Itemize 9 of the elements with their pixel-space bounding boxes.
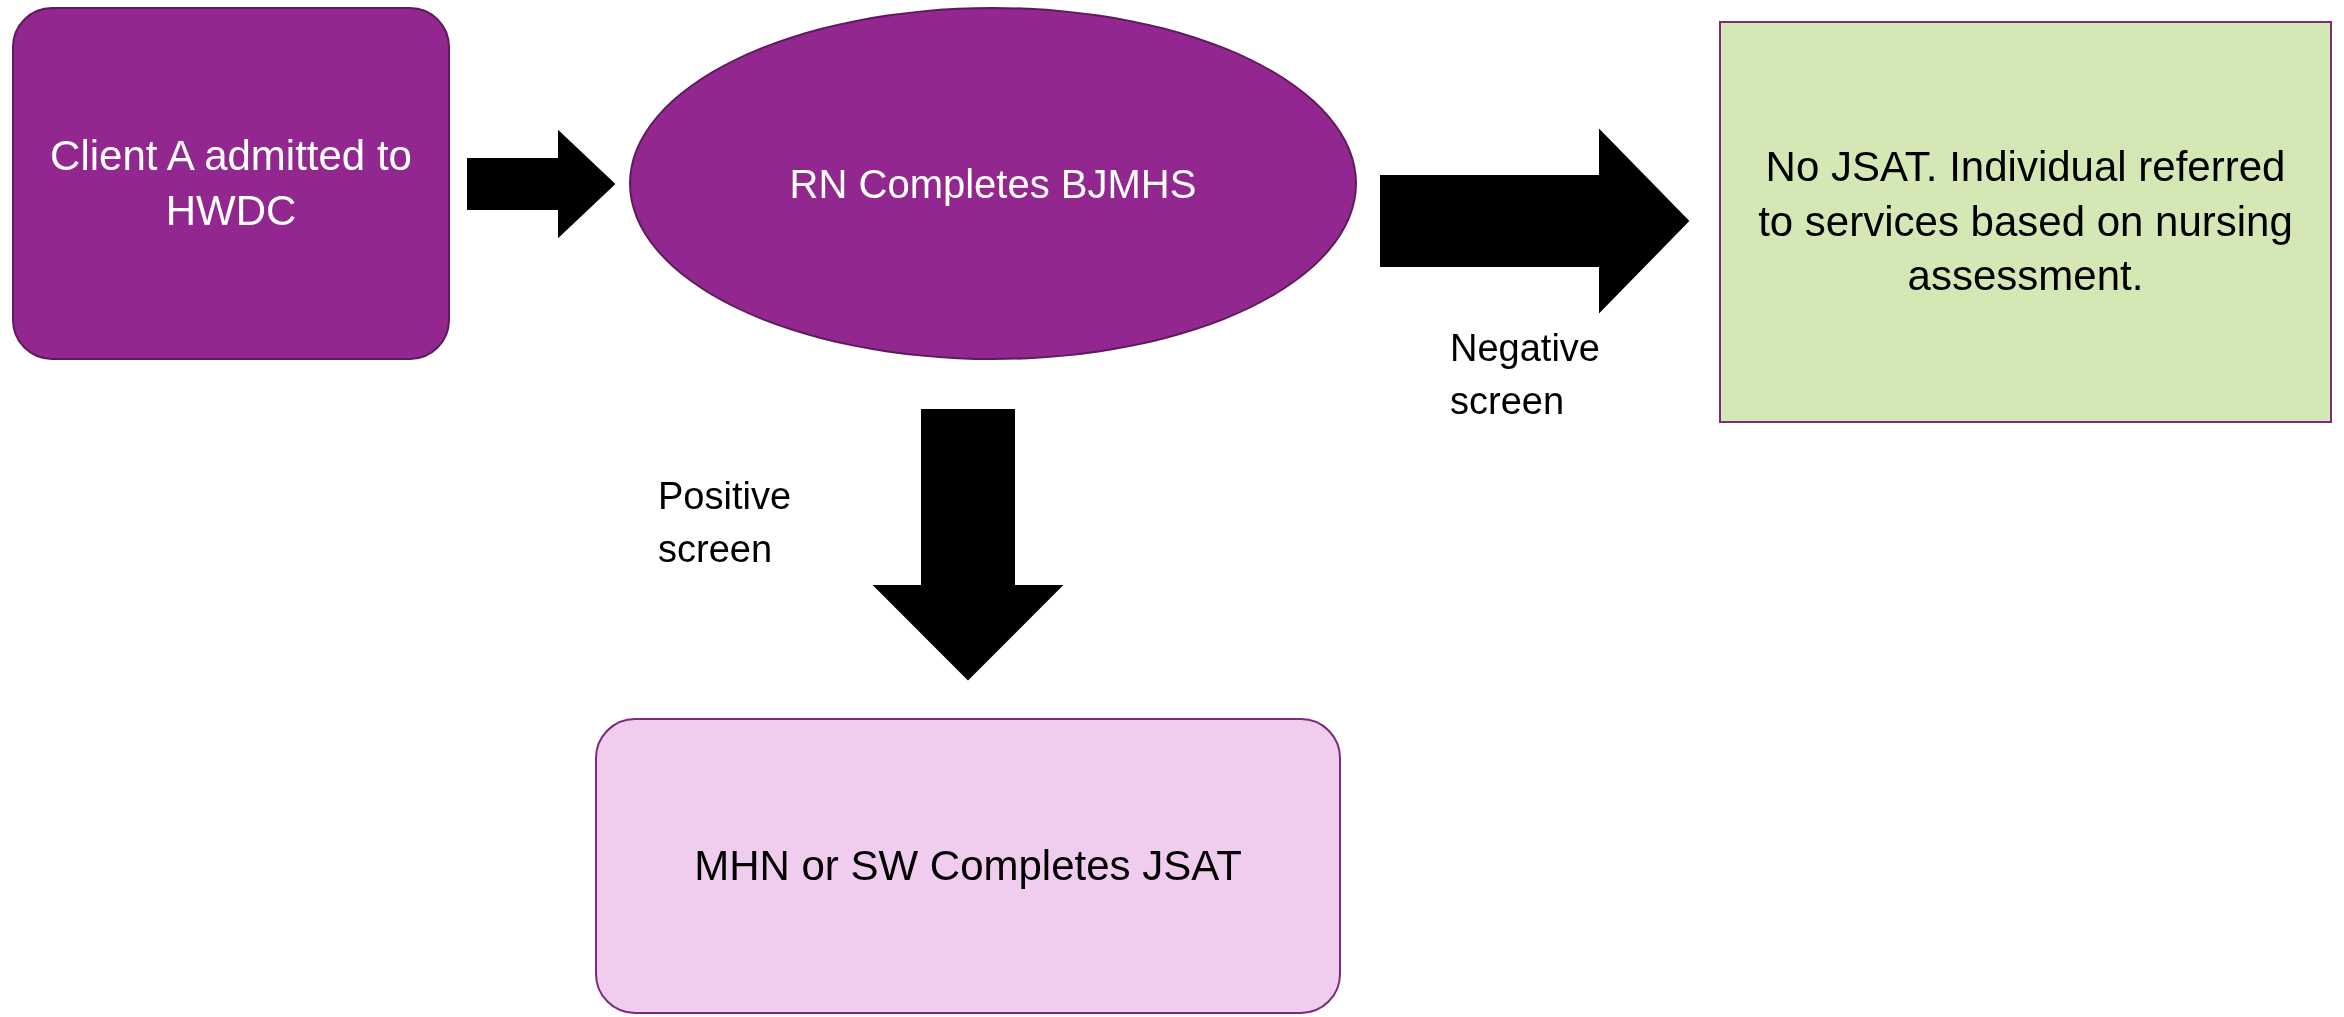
process-ellipse: RN Completes BJMHS <box>629 7 1357 360</box>
block-arrow <box>467 129 616 239</box>
outcome-box: No JSAT. Individual referred to services based on nursing assessment. <box>1719 21 2332 423</box>
edge-label: Positive screen <box>658 474 793 573</box>
process-box: Client A admitted to HWDC <box>12 7 450 360</box>
process-box: MHN or SW Completes JSAT <box>595 718 1341 1014</box>
block-arrow <box>1380 128 1690 314</box>
block-arrow <box>872 409 1064 681</box>
edge-label: Negative screen <box>1450 326 1601 425</box>
